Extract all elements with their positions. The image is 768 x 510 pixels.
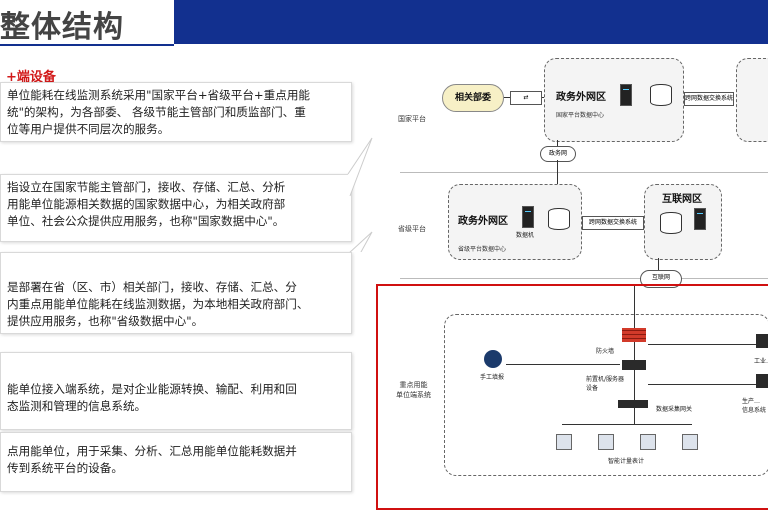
meter-icon <box>640 434 656 450</box>
database-icon <box>660 212 682 234</box>
enterprise-highlight-frame <box>376 284 768 510</box>
meter-icon <box>598 434 614 450</box>
server-icon <box>522 206 534 228</box>
text-box-1-content: 单位能耗在线监测系统采用"国家平台+省级平台+重点用能 统"的架构，为各部委、 … <box>7 88 311 136</box>
text-box-5-content: 点用能单位，用于采集、分析、汇总用能单位能耗数据并 传到系统平台的设备。 <box>7 444 297 475</box>
exchange-system-mid: 跨网数据交换系统 <box>582 216 644 230</box>
description-panel: +端设备 单位能耗在线监测系统采用"国家平台+省级平台+重点用能 统"的架构，为… <box>0 52 373 510</box>
lane-label-national: 国家平台 <box>398 115 426 123</box>
internet-cloud: 互联网 <box>640 270 682 288</box>
connector <box>557 140 558 146</box>
connector <box>634 342 635 360</box>
text-box-4-content: 能单位接入端系统，是对企业能源转换、输配、利用和回 态监测和管理的信息系统。 <box>7 382 297 413</box>
text-box-3-content: 是部署在省（区、市）相关部门，接收、存储、汇总、分 内重点用能单位能耗在线监测数… <box>7 280 309 328</box>
connector <box>634 370 635 400</box>
connector <box>648 384 758 385</box>
connector <box>506 364 620 365</box>
gov-net-mid-subtitle: 省级平台数据中心 <box>458 246 507 253</box>
internet-top-group <box>736 58 768 142</box>
header-banner <box>174 0 768 44</box>
connector <box>562 424 692 425</box>
gov-net-mid-title: 政务外网区 <box>458 216 508 227</box>
lane-divider <box>400 172 768 173</box>
database-icon <box>650 84 672 106</box>
callout-tails <box>347 137 373 252</box>
collector-gateway-icon <box>618 400 648 408</box>
connector <box>634 286 635 328</box>
enterprise-group <box>444 314 768 476</box>
front-server-icon <box>622 360 646 370</box>
connector <box>648 344 758 345</box>
text-box-1: 单位能耗在线监测系统采用"国家平台+省级平台+重点用能 统"的架构，为各部委、 … <box>0 82 352 142</box>
connector <box>658 258 659 270</box>
server-icon <box>620 84 632 106</box>
gov-net-top-subtitle: 国家平台数据中心 <box>556 112 605 119</box>
lane-label-enterprise: 重点用能 单位端系统 <box>396 381 431 399</box>
page-title: 整体结构 <box>0 10 124 45</box>
text-box-5: 点用能单位，用于采集、分析、汇总用能单位能耗数据并 传到系统平台的设备。 <box>0 432 352 492</box>
text-box-2-content: 指设立在国家节能主管部门，接收、存储、汇总、分析 用能单位能源相关数据的国家数据… <box>7 180 286 228</box>
title-underline <box>0 44 174 46</box>
industrial-system-label: 工业… <box>754 358 768 365</box>
manual-entry-icon <box>484 350 502 368</box>
meter-icon <box>682 434 698 450</box>
section-heading-1: +端设备 <box>6 70 56 85</box>
gov-cloud-top: 政务网 <box>540 146 576 162</box>
internet-zone-title: 互联网区 <box>662 194 702 205</box>
collector-gateway-label: 数据采集网关 <box>656 406 693 413</box>
meter-icon <box>556 434 572 450</box>
manual-entry-label: 手工填报 <box>480 374 505 381</box>
gov-net-top-title: 政务外网区 <box>556 92 606 103</box>
connector <box>557 160 558 184</box>
exchange-mini: ⇄ <box>510 91 542 105</box>
meters-label: 智能计量表计 <box>608 458 645 465</box>
exchange-system-top: 跨网数据交换系统 <box>684 92 734 106</box>
connector <box>634 408 635 424</box>
front-server-label: 前置机/服务器设备 <box>586 376 625 392</box>
industrial-system-icon <box>756 334 768 348</box>
firewall-label: 防火墙 <box>596 348 615 355</box>
text-box-3: 是部署在省（区、市）相关部门，接收、存储、汇总、分 内重点用能单位能耗在线监测数… <box>0 252 352 334</box>
text-box-2: 指设立在国家节能主管部门，接收、存储、汇总、分析 用能单位能源相关数据的国家数据… <box>0 174 352 242</box>
related-dept-node: 相关部委 <box>442 84 504 112</box>
server-icon <box>694 208 706 230</box>
lane-divider <box>400 278 768 279</box>
internet-mid-group <box>644 184 722 260</box>
production-system-icon <box>756 374 768 388</box>
lane-label-provincial: 省级平台 <box>398 225 426 233</box>
firewall-icon <box>622 328 646 342</box>
db-machine-label: 数据机 <box>516 232 535 239</box>
database-icon <box>548 208 570 230</box>
architecture-diagram: 国家平台 省级平台 重点用能 单位端系统 相关部委 ⇄ 政务外网区 国家平台数据… <box>372 44 768 510</box>
production-system-label: 生产… 信息系统 <box>742 398 767 414</box>
text-box-4: 能单位接入端系统，是对企业能源转换、输配、利用和回 态监测和管理的信息系统。 <box>0 352 352 430</box>
